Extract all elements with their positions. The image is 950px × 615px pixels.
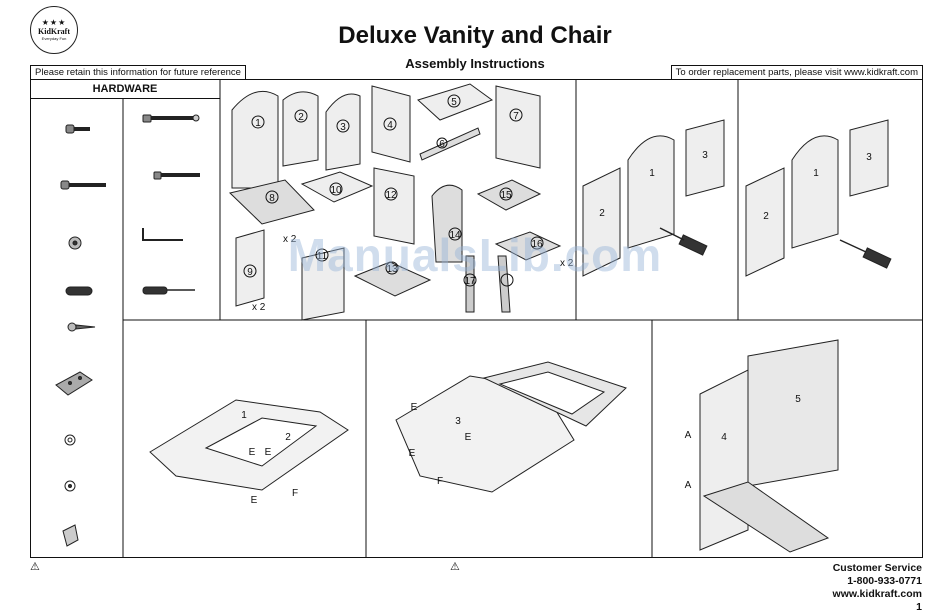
hardware-column-right (142, 114, 200, 295)
part-label: 11 (317, 251, 328, 262)
step-label: 3 (866, 152, 872, 163)
logo-brand: KidKraft (38, 27, 70, 36)
hardware-heading: HARDWARE (30, 80, 220, 99)
step-label: 2 (763, 211, 769, 222)
part-label: 10 (330, 185, 342, 196)
step-frame-assembly (149, 339, 839, 553)
step-label: 3 (702, 150, 708, 161)
hinge-icon (62, 524, 79, 547)
watermark: ManualsLib.com (287, 229, 663, 281)
cs-phone: 1-800-933-0771 (847, 575, 922, 587)
part-label: 15 (500, 190, 512, 201)
cs-web[interactable]: www.kidkraft.com (832, 588, 922, 600)
step-letter: F (437, 476, 443, 487)
cam-lock-icon (68, 236, 82, 250)
step-letter: A (685, 430, 692, 441)
qty-label: x 2 (560, 258, 574, 269)
parts-overview (228, 83, 562, 321)
short-bolt-icon (65, 124, 90, 134)
cap-icon (64, 434, 76, 446)
part-number-labels: 1 2 3 4 5 6 7 8 9 10 11 12 13 14 15 16 1… (243, 94, 544, 287)
wood-screw-icon (67, 322, 96, 332)
step-letter: F (292, 488, 298, 499)
bracket-icon (55, 371, 93, 396)
step-letter: A (685, 480, 692, 491)
step-letter: E (411, 402, 418, 413)
step-label: 5 (795, 394, 801, 405)
customer-service: Customer Service 1-800-933-0771 www.kidk… (833, 562, 922, 614)
washer-icon (64, 480, 76, 492)
step-label: 1 (813, 168, 819, 179)
step-letter: E (251, 495, 258, 506)
step-letter: E (409, 448, 416, 459)
part-label: 4 (387, 120, 393, 131)
step-letter: E (465, 432, 472, 443)
logo-stars: ★★★ (41, 18, 67, 27)
lag-screw-icon (153, 171, 200, 180)
step-letter: E (265, 447, 272, 458)
qty-label: x 2 (283, 234, 297, 245)
warning-icon: ⚠ (30, 561, 40, 573)
part-label: 12 (385, 190, 397, 201)
part-label: 8 (269, 193, 275, 204)
long-bolt-icon (60, 180, 106, 190)
page-title: Deluxe Vanity and Chair (338, 22, 612, 49)
part-label: 14 (449, 230, 461, 241)
step-label: 2 (599, 208, 605, 219)
part-label: 7 (513, 111, 519, 122)
part-label: 16 (531, 239, 543, 250)
part-label: 5 (451, 97, 457, 108)
step-label: 1 (649, 168, 655, 179)
allen-key-icon (142, 228, 183, 241)
warning-icon: ⚠ (450, 561, 460, 573)
page-subtitle: Assembly Instructions (405, 56, 545, 71)
part-label: 17 (464, 276, 476, 287)
step-mirror-back (582, 119, 892, 277)
step-label: 2 (285, 432, 291, 443)
step-label: 3 (455, 416, 461, 427)
part-label: 3 (340, 122, 346, 133)
logo-tagline: Everyday Fun (41, 36, 67, 41)
qty-label: x 2 (252, 302, 266, 313)
step-letter: E (249, 447, 256, 458)
part-label: 6 (439, 139, 445, 150)
part-label: 9 (247, 267, 253, 278)
cs-title: Customer Service (832, 562, 922, 574)
part-label: 2 (298, 112, 304, 123)
instructions-frame (30, 79, 923, 558)
step-label: 4 (721, 432, 727, 443)
page-number: 1 (916, 601, 922, 613)
large-bolt-icon (142, 114, 200, 123)
kidkraft-logo: ★★★ KidKraft Everyday Fun (30, 6, 78, 54)
screwdriver-icon (142, 286, 195, 295)
dowel-icon (65, 286, 93, 296)
part-label: 13 (386, 264, 398, 275)
step-label: 1 (241, 410, 247, 421)
part-label: 1 (255, 118, 261, 129)
hardware-column-left (55, 124, 106, 547)
